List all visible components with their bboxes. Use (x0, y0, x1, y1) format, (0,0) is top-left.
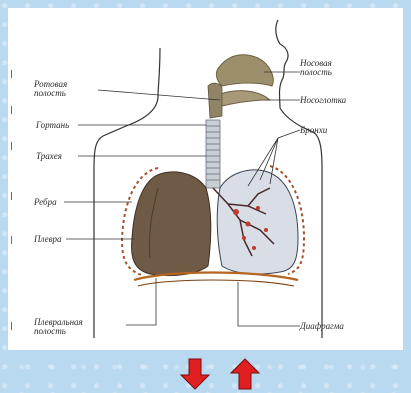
trachea-shape (206, 120, 220, 188)
arrow-down-icon (180, 358, 210, 390)
label-nasopharynx: Носоглотка (300, 96, 346, 105)
right-lung-shape (217, 170, 298, 274)
label-pleura: Плевра (34, 235, 62, 244)
respiratory-diagram: Носовая полость Ротовая полость Носоглот… (8, 8, 403, 350)
oral-cavity-shape (220, 91, 270, 106)
label-pleural-cavity: Плевральная полость (34, 318, 110, 336)
nasal-cavity-shape (216, 55, 273, 86)
label-nasal-cavity: Носовая полость (300, 59, 364, 77)
diaphragm-inner (138, 280, 294, 286)
label-bronchi: Бронхи (300, 126, 327, 135)
arrow-up-icon (230, 358, 260, 390)
pharynx-shape (208, 83, 222, 118)
label-larynx: Гортань (36, 121, 69, 130)
label-diaphragm: Диафрагма (300, 322, 344, 331)
label-trachea: Трахея (36, 152, 62, 161)
left-lung-shape (132, 172, 211, 276)
label-oral-cavity: Ротовая полость (34, 80, 98, 98)
label-ribs: Ребра (34, 198, 57, 207)
